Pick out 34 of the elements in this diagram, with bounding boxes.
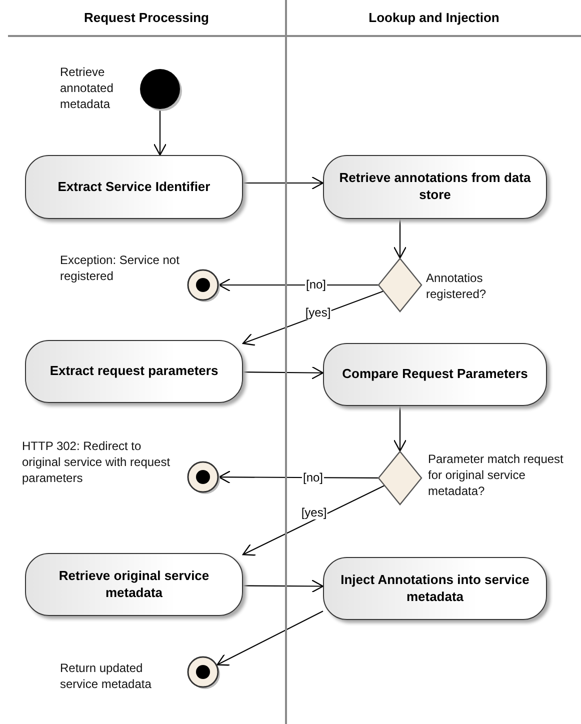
control-flow-arrow	[218, 278, 378, 292]
control-flow-arrow	[393, 406, 407, 452]
initial-node	[140, 69, 180, 109]
edge-label: [no]	[302, 471, 324, 485]
control-flow-arrow	[243, 580, 324, 593]
action-box: Retrieve original service metadata	[25, 553, 243, 616]
control-flow-arrow	[216, 610, 324, 666]
node-caption: Return updated service metadata	[60, 660, 152, 692]
control-flow-arrow	[393, 219, 407, 259]
swimlane-header: Lookup and Injection	[287, 0, 581, 37]
control-flow-arrow	[242, 485, 384, 556]
decision-diamond	[378, 451, 422, 505]
final-node	[187, 461, 219, 493]
action-box: Retrieve annotations from data store	[323, 155, 547, 219]
action-box: Inject Annotations into service metadata	[323, 557, 547, 620]
control-flow-arrow	[218, 470, 378, 484]
control-flow-arrow	[243, 366, 324, 380]
final-node	[187, 656, 219, 688]
node-caption: Annotatios registered?	[426, 270, 488, 302]
action-box: Extract Service Identifier	[25, 155, 243, 219]
node-caption: Parameter match request for original service metadata?	[428, 451, 564, 500]
node-caption: HTTP 302: Redirect to original service with request parameters	[22, 438, 172, 487]
control-flow-arrow	[243, 176, 324, 190]
action-box: Compare Request Parameters	[323, 343, 547, 406]
action-box: Extract request parameters	[25, 340, 243, 403]
edge-label: [yes]	[300, 506, 328, 520]
edge-label: [yes]	[304, 306, 332, 320]
decision-diamond	[378, 258, 422, 312]
swimlane-header: Request Processing	[8, 0, 285, 37]
final-node	[187, 269, 219, 301]
control-flow-arrow	[153, 109, 167, 156]
node-caption: Exception: Service not registered	[60, 252, 180, 284]
node-caption: Retrieve annotated metadata	[60, 64, 114, 113]
edge-label: [no]	[305, 278, 327, 292]
